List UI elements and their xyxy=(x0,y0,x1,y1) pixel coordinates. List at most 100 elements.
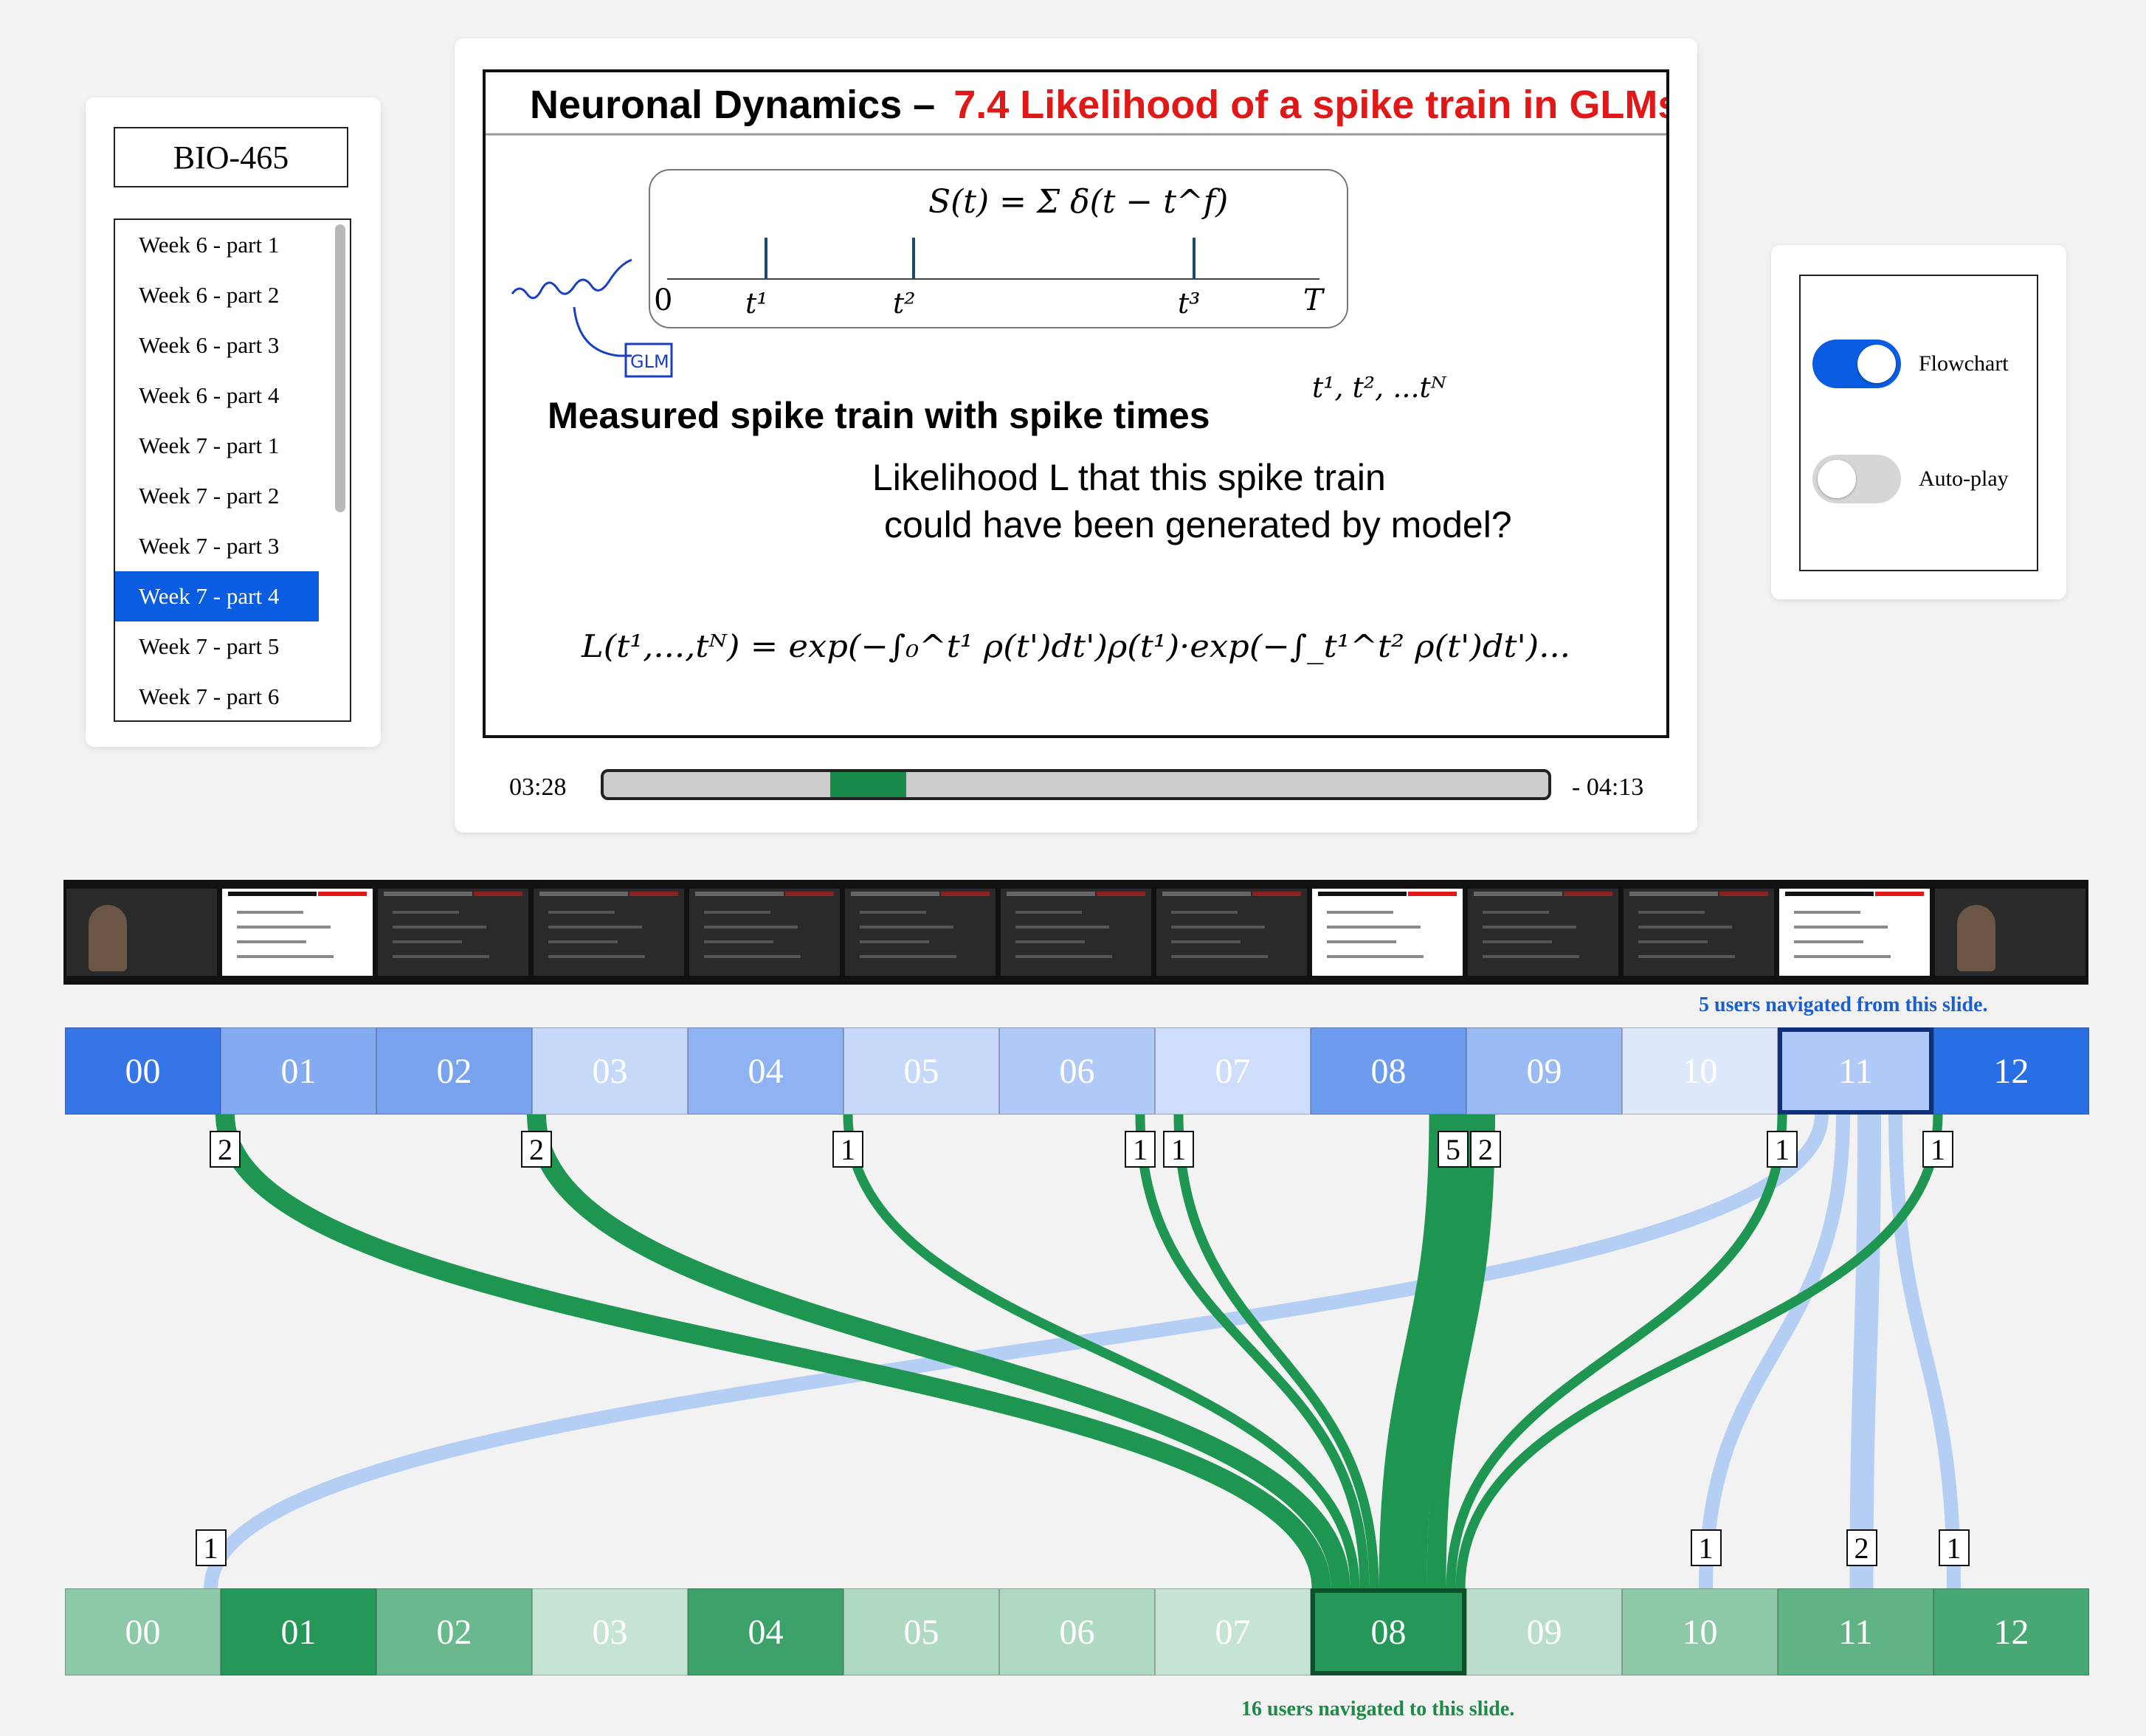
thumbnail-text-line xyxy=(1015,926,1109,929)
source-slide-01[interactable]: 01 xyxy=(221,1027,376,1115)
thumbnail-title xyxy=(1474,892,1562,896)
target-slide-08[interactable]: 08 xyxy=(1311,1588,1466,1675)
autoplay-toggle[interactable] xyxy=(1812,455,1901,503)
thumbnail-text-line xyxy=(1638,911,1705,914)
source-slide-10[interactable]: 10 xyxy=(1622,1027,1778,1115)
lecture-list[interactable]: Week 6 - part 1 Week 6 - part 2 Week 6 - p… xyxy=(114,218,351,722)
source-slide-11[interactable]: 11 xyxy=(1778,1027,1933,1115)
thumbnail-topic xyxy=(941,892,990,896)
thumbnail-text-line xyxy=(1171,955,1268,958)
slide-frame[interactable]: Neuronal Dynamics – 7.4 Likelihood of a … xyxy=(483,69,1669,738)
lecture-item[interactable]: Week 7 - part 1 xyxy=(139,433,280,458)
slide-heading: Measured spike train with spike times xyxy=(548,395,1210,436)
thumbnail-text-line xyxy=(1015,955,1112,958)
lecture-item[interactable]: Week 6 - part 2 xyxy=(139,282,280,308)
target-slide-12[interactable]: 12 xyxy=(1933,1588,2089,1675)
incoming-count-label: 1 xyxy=(1922,1131,1953,1168)
thumbnail-title xyxy=(539,892,628,896)
thumbnail-text-line xyxy=(1638,940,1708,943)
source-slide-00[interactable]: 00 xyxy=(65,1027,221,1115)
outgoing-flow xyxy=(204,1114,1829,1589)
source-slide-07[interactable]: 07 xyxy=(1155,1027,1311,1115)
source-slide-04[interactable]: 04 xyxy=(688,1027,843,1115)
hand-annotation-text: GLM xyxy=(630,351,669,372)
thumbnail-topic xyxy=(474,892,522,896)
source-slide-03[interactable]: 03 xyxy=(532,1027,688,1115)
slide-thumbnail[interactable] xyxy=(1001,889,1151,976)
thumbnail-text-line xyxy=(1171,911,1238,914)
target-slide-01[interactable]: 01 xyxy=(221,1588,376,1675)
progress-bar[interactable] xyxy=(601,769,1551,800)
thumbnail-text-line xyxy=(393,911,459,914)
thumbnail-text-line xyxy=(860,926,953,929)
target-slide-10[interactable]: 10 xyxy=(1622,1588,1778,1675)
thumbnail-text-line xyxy=(548,940,618,943)
spike-label-1: t¹ xyxy=(745,287,768,320)
slide-thumbnail[interactable] xyxy=(1312,889,1463,976)
thumbnail-text-line xyxy=(237,911,303,914)
outgoing-count-label: 1 xyxy=(1938,1529,1970,1566)
incoming-flow xyxy=(1173,1114,1379,1589)
lecture-item[interactable]: Week 7 - part 5 xyxy=(139,633,280,659)
thumbnail-text-line xyxy=(1638,926,1732,929)
slide-thumbnail[interactable] xyxy=(1779,889,1930,976)
settings-box: Flowchart Auto-play xyxy=(1799,275,2038,571)
source-slide-12[interactable]: 12 xyxy=(1933,1027,2089,1115)
slide-thumbnail[interactable] xyxy=(1156,889,1307,976)
lecture-item[interactable]: Week 7 - part 6 xyxy=(139,683,280,709)
outgoing-flow xyxy=(1888,1114,1961,1589)
slide-thumbnail[interactable] xyxy=(66,889,217,976)
thumbnail-text-line xyxy=(860,940,929,943)
lecture-item[interactable]: Week 7 - part 2 xyxy=(139,483,280,509)
target-slide-03[interactable]: 03 xyxy=(532,1588,688,1675)
incoming-count-label: 2 xyxy=(1470,1131,1501,1168)
target-slide-09[interactable]: 09 xyxy=(1466,1588,1622,1675)
lecture-item[interactable]: Week 6 - part 4 xyxy=(139,382,280,408)
source-slide-06[interactable]: 06 xyxy=(999,1027,1155,1115)
slide-thumbnail[interactable] xyxy=(689,889,840,976)
thumbnail-text-line xyxy=(1483,955,1579,958)
source-slide-08[interactable]: 08 xyxy=(1311,1027,1466,1115)
thumbnail-title xyxy=(1162,892,1251,896)
slide-thumbnail[interactable] xyxy=(1624,889,1774,976)
thumbnail-topic xyxy=(1875,892,1924,896)
thumbnail-text-line xyxy=(393,940,462,943)
thumbnail-text-line xyxy=(704,911,770,914)
flowchart-toggle[interactable] xyxy=(1812,340,1901,388)
source-slide-09[interactable]: 09 xyxy=(1466,1027,1622,1115)
lecture-item[interactable]: Week 7 - part 4 xyxy=(115,571,319,621)
thumbnail-topic xyxy=(318,892,367,896)
slide-thumbnail[interactable] xyxy=(1935,889,2085,976)
lecture-item[interactable]: Week 6 - part 3 xyxy=(139,332,280,358)
slide-thumbnail[interactable] xyxy=(1468,889,1618,976)
target-slide-02[interactable]: 02 xyxy=(376,1588,532,1675)
thumbnail-topic xyxy=(1408,892,1457,896)
incoming-flow xyxy=(1446,1114,1787,1589)
thumbnail-text-line xyxy=(1483,926,1576,929)
likelihood-formula: L(t¹,...,tᴺ) = exp(−∫₀^t¹ ρ(t')dt')ρ(t¹)… xyxy=(581,628,1570,664)
lecture-list-scrollbar[interactable] xyxy=(335,224,345,512)
target-slide-04[interactable]: 04 xyxy=(688,1588,843,1675)
target-slide-06[interactable]: 06 xyxy=(999,1588,1155,1675)
thumbnail-topic xyxy=(1564,892,1612,896)
source-slide-02[interactable]: 02 xyxy=(376,1027,532,1115)
slide-thumbnail[interactable] xyxy=(534,889,684,976)
source-slide-05[interactable]: 05 xyxy=(843,1027,999,1115)
svg-text:Neuronal Dynamics – 7.: Neuronal Dynamics – 7.4 Likelihood of a … xyxy=(530,83,1666,127)
target-slide-00[interactable]: 00 xyxy=(65,1588,221,1675)
slide-thumbnail[interactable] xyxy=(222,889,373,976)
incoming-count-label: 1 xyxy=(1767,1131,1798,1168)
thumbnail-text-line xyxy=(1638,955,1735,958)
lecture-item[interactable]: Week 7 - part 3 xyxy=(139,533,280,559)
target-slide-07[interactable]: 07 xyxy=(1155,1588,1311,1675)
slide-thumbnail[interactable] xyxy=(378,889,528,976)
target-slide-11[interactable]: 11 xyxy=(1778,1588,1933,1675)
thumbnail-text-line xyxy=(393,955,489,958)
target-slide-05[interactable]: 05 xyxy=(843,1588,999,1675)
lecture-item[interactable]: Week 6 - part 1 xyxy=(139,232,280,258)
slide-thumbnail[interactable] xyxy=(845,889,996,976)
hand-annotation-wave xyxy=(511,258,632,300)
thumbnail-text-line xyxy=(1483,940,1552,943)
thumbnail-text-line xyxy=(548,955,645,958)
